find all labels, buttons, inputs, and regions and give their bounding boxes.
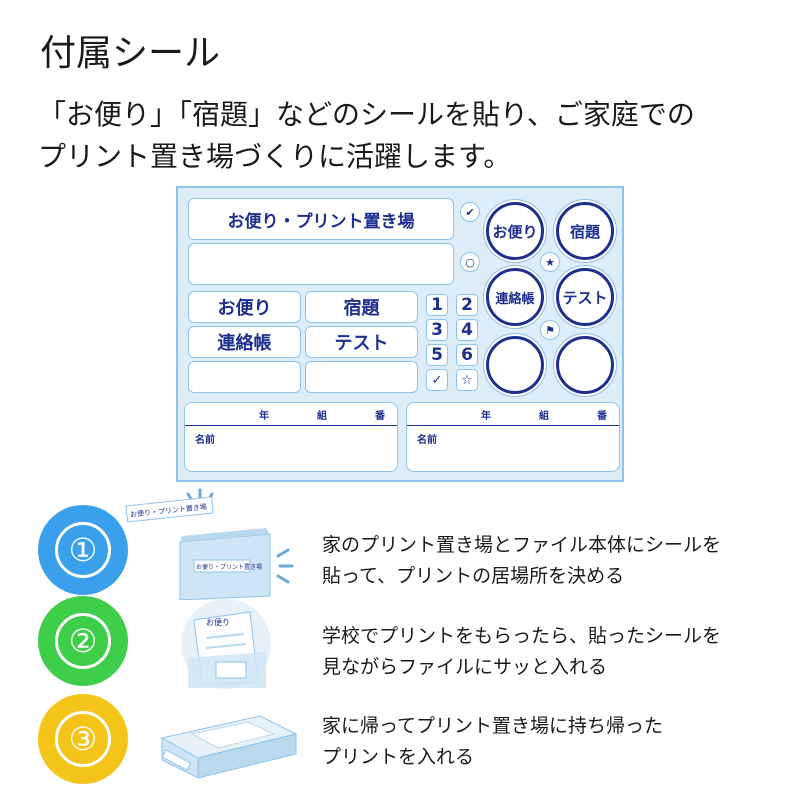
step-2-line-1: 学校でプリントをもらったら、貼ったシールを	[322, 625, 722, 647]
step-3-text: 家に帰ってプリント置き場に持ち帰った プリントを入れる	[322, 711, 663, 773]
step-3-line-1: 家に帰ってプリント置き場に持ち帰った	[322, 715, 664, 737]
step-2-sticker: お便り	[206, 618, 230, 627]
label-otayori: お便り	[188, 291, 301, 323]
step-1-illustration	[125, 488, 294, 600]
step-1-line-2: 貼って、プリントの居場所を決める	[322, 565, 625, 587]
year-label: 年	[259, 411, 269, 422]
label-blank	[188, 361, 301, 393]
check-mark-icon: ✔	[460, 202, 480, 222]
label-renrakucho: 連絡帳	[188, 326, 301, 358]
name-label-header: 年 組 番	[185, 403, 397, 426]
step-1-text: 家のプリント置き場とファイル本体にシールを 貼って、プリントの居場所を決める	[322, 530, 721, 592]
label-blank	[305, 361, 418, 393]
check-icon: ✓	[426, 369, 448, 391]
name-label-header: 年 組 番	[407, 403, 619, 426]
name-label-left: 年 組 番 名前	[184, 402, 398, 472]
step-3-number: ③	[55, 711, 111, 767]
number-label: 番	[375, 411, 385, 422]
circle-sticker-renrakucho: 連絡帳	[486, 268, 544, 326]
label-main: お便り・プリント置き場	[188, 198, 454, 240]
number-sticker-1: 1	[426, 294, 448, 316]
step-2-number: ②	[55, 613, 111, 669]
step-3-badge: ③	[38, 694, 128, 784]
name-label: 名前	[417, 435, 437, 446]
class-label: 組	[317, 411, 327, 422]
step-1-badge: ①	[38, 505, 128, 595]
star-filled-icon: ★	[540, 252, 560, 272]
page-title: 付属シール	[40, 33, 221, 74]
step-1-number: ①	[55, 522, 111, 578]
name-label-right: 年 組 番 名前	[406, 402, 620, 472]
step-3-illustration	[160, 715, 298, 779]
circle-sticker-blank	[486, 336, 544, 394]
description-line-1: 「お便り」「宿題」などのシールを貼り、ご家庭での	[38, 98, 695, 131]
label-shukudai: 宿題	[305, 291, 418, 323]
circle-sticker-otayori: お便り	[486, 202, 544, 260]
step-3-line-2: プリントを入れる	[322, 746, 475, 768]
circle-sticker-test: テスト	[556, 268, 614, 326]
flag-icon: ⚑	[540, 320, 560, 340]
number-label: 番	[597, 411, 607, 422]
circle-sticker-blank	[556, 336, 614, 394]
step-2-line-2: 見ながらファイルにサッと入れる	[322, 656, 608, 678]
description-line-2: プリント置き場づくりに活躍します。	[38, 140, 512, 173]
circle-sticker-shukudai: 宿題	[556, 202, 614, 260]
number-sticker-2: 2	[456, 294, 478, 316]
step-2-text: 学校でプリントをもらったら、貼ったシールを 見ながらファイルにサッと入れる	[322, 621, 721, 683]
sticker-sheet: お便り・プリント置き場 お便り 宿題 連絡帳 テスト 1 2 3 4 5 6 ✓…	[176, 186, 624, 482]
circle-icon: ○	[460, 252, 480, 272]
star-outline-icon: ☆	[456, 369, 478, 391]
class-label: 組	[539, 411, 549, 422]
step-2-badge: ②	[38, 596, 128, 686]
page-description: 「お便り」「宿題」などのシールを貼り、ご家庭での プリント置き場づくりに活躍しま…	[38, 94, 695, 178]
label-test: テスト	[305, 326, 418, 358]
step-2-illustration	[181, 599, 271, 689]
number-sticker-5: 5	[426, 344, 448, 366]
number-sticker-6: 6	[456, 344, 478, 366]
name-label: 名前	[195, 435, 215, 446]
number-sticker-4: 4	[456, 319, 478, 341]
number-sticker-3: 3	[426, 319, 448, 341]
label-blank-wide	[188, 243, 454, 285]
step-1-box-sticker: お便り・プリント置き場	[196, 564, 263, 571]
year-label: 年	[481, 411, 491, 422]
step-1-line-1: 家のプリント置き場とファイル本体にシールを	[322, 534, 722, 556]
